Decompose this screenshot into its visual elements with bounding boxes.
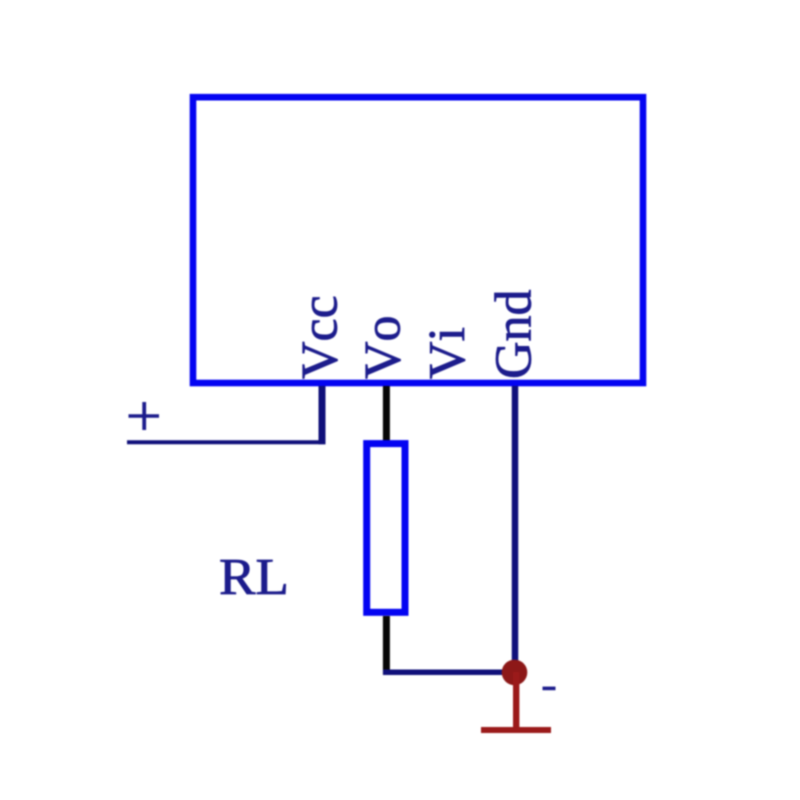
svg-text:Vi: Vi <box>419 327 476 379</box>
svg-text:RL: RL <box>219 549 289 606</box>
svg-text:Gnd: Gnd <box>486 289 543 379</box>
svg-text:Vcc: Vcc <box>292 295 349 379</box>
svg-text:Vo: Vo <box>355 315 412 379</box>
